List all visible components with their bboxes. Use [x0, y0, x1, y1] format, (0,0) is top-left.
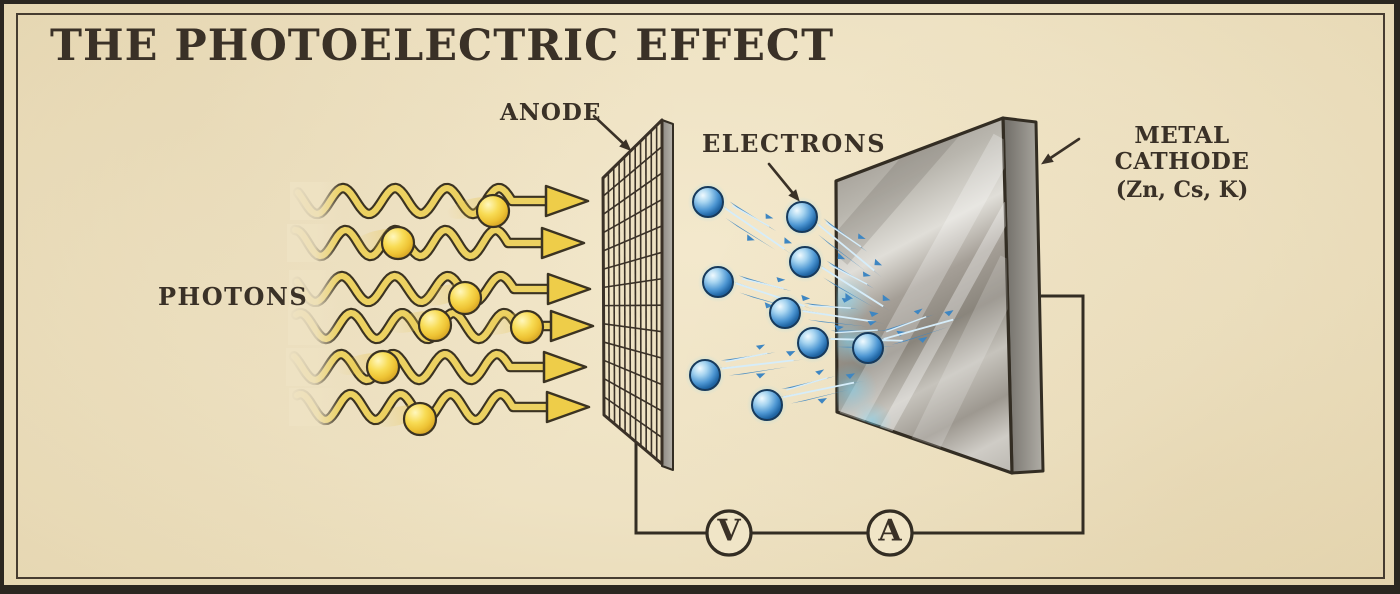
anode-grid — [601, 118, 674, 471]
anode-side — [661, 119, 674, 471]
voltmeter-dial — [705, 509, 753, 557]
electron — [692, 186, 724, 218]
cathode-label-line1: METAL CATHODE — [1114, 122, 1250, 176]
photons-label: PHOTONS — [158, 282, 309, 311]
electrons-group — [678, 175, 964, 432]
electron — [786, 201, 818, 233]
electron — [689, 359, 721, 391]
electron — [769, 297, 801, 329]
electrons-label: ELECTRONS — [702, 129, 887, 158]
electron — [852, 332, 884, 364]
cathode-label-line2: (Zn, Cs, K) — [1115, 176, 1249, 203]
circuit-wires — [634, 294, 1085, 535]
photon — [509, 309, 545, 345]
photon-waves — [286, 182, 595, 426]
photon — [417, 307, 453, 343]
photon — [365, 349, 401, 385]
page-title: THE PHOTOELECTRIC EFFECT — [50, 21, 835, 71]
wave-arrowhead — [549, 309, 595, 343]
photon — [380, 225, 416, 261]
inner-frame — [16, 13, 1385, 579]
photon — [447, 280, 483, 316]
wave-arrowhead — [545, 390, 591, 424]
anode-label: ANODE — [500, 99, 602, 126]
electron — [797, 327, 829, 359]
photon-balls — [336, 193, 545, 437]
electron — [789, 246, 821, 278]
electron — [702, 266, 734, 298]
wave-arrowhead — [546, 272, 592, 306]
voltmeter-letter: V — [717, 513, 741, 549]
cathode-label: METAL CATHODE (Zn, Cs, K) — [1072, 122, 1292, 203]
wave-arrowhead — [540, 226, 586, 260]
meters — [705, 509, 914, 557]
wave-arrowhead — [544, 184, 590, 218]
electron — [751, 389, 783, 421]
ammeter-dial — [866, 509, 914, 557]
cathode-plate — [834, 116, 1045, 475]
ammeter-letter: A — [878, 513, 902, 549]
wave-arrowhead — [542, 350, 588, 384]
photon — [402, 401, 438, 437]
photon — [475, 193, 511, 229]
pointer-arrows — [592, 114, 1081, 202]
